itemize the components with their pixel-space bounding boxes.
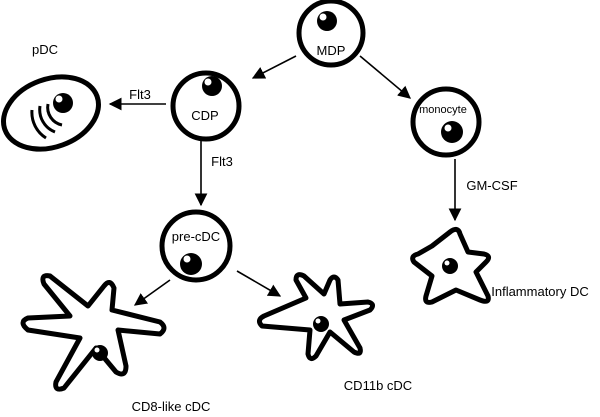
arrow-mdp-to-cdp [251, 55, 297, 79]
pdc-label: pDC [32, 42, 58, 57]
pre-cdc-cell: pre-cDC [159, 209, 233, 283]
arrow-mdp-to-monocyte [359, 55, 411, 99]
arrow-precdc-to-cd11b [236, 270, 282, 297]
mdp-cell: MDP [296, 0, 366, 68]
monocyte-label: monocyte [419, 104, 467, 116]
monocyte-cell: monocyte [410, 86, 482, 158]
cd11b-cdc-cell: CD11b cDC [256, 272, 412, 393]
cdp-label: CDP [191, 108, 218, 123]
factor-flt3-precdc: Flt3 [211, 154, 233, 169]
inflammatory-dc-label: Inflammatory DC [491, 284, 589, 299]
cd11b-cdc-label: CD11b cDC [344, 378, 412, 393]
pre-cdc-label: pre-cDC [172, 229, 220, 244]
pdc-cell: pDC [1, 42, 101, 152]
cd8-like-cdc-label: CD8-like cDC [132, 399, 211, 414]
arrow-precdc-to-cd8 [133, 279, 171, 306]
cd8-like-cdc-cell: CD8-like cDC [20, 273, 211, 414]
inflammatory-dc-cell: Inflammatory DC [410, 226, 589, 305]
mdp-label: MDP [317, 43, 346, 58]
factor-flt3-pdc: Flt3 [129, 87, 151, 102]
factor-gm-csf: GM-CSF [466, 178, 517, 193]
cdp-cell: CDP [170, 70, 242, 142]
